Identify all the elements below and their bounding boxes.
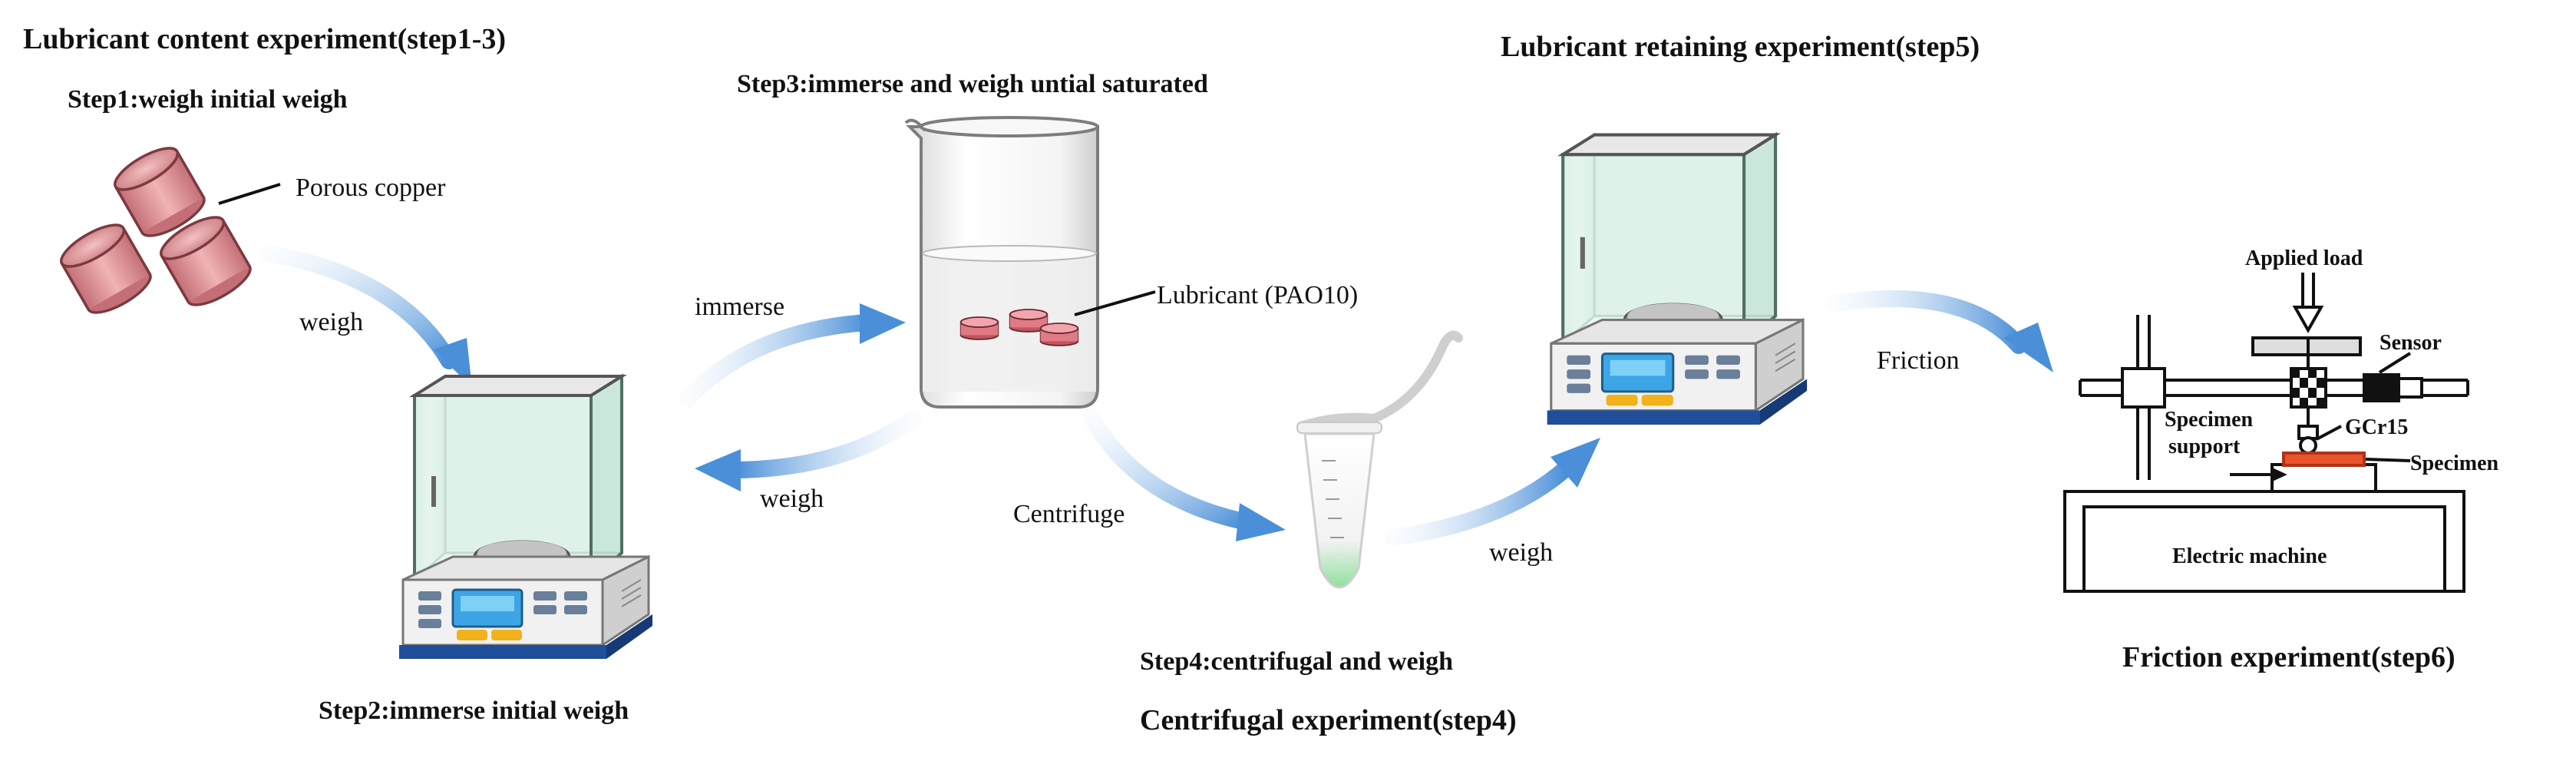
porous-copper-leader — [218, 183, 281, 205]
arrow-weigh-3-head — [1551, 438, 1600, 488]
electric-machine-label: Electric machine — [2172, 544, 2327, 568]
arrow-weigh-2-label: weigh — [760, 485, 824, 513]
arrow-friction-head — [2003, 323, 2053, 372]
heading-retaining-experiment: Lubricant retaining experiment(step5) — [1501, 31, 1980, 63]
copper-sample-icon — [1039, 323, 1079, 346]
tribometer-diagram — [2063, 273, 2469, 593]
gcr15-label: GCr15 — [2345, 415, 2408, 439]
beaker-icon: Lubricant (PAO10) — [904, 116, 1358, 409]
arrow-weigh-1-label: weigh — [299, 308, 363, 336]
tribometer-labels: Applied load Sensor Specimen support GCr… — [2165, 246, 2499, 568]
applied-load-label: Applied load — [2245, 246, 2363, 270]
specimen-support-label-1: Specimen — [2165, 408, 2254, 432]
arrow-immerse — [679, 314, 876, 408]
step1-label: Step1:weigh initial weigh — [68, 85, 348, 114]
lubricant-leader — [1074, 290, 1156, 316]
porous-copper-group: Porous copper — [54, 139, 446, 319]
centrifuge-tube-icon — [1296, 330, 1463, 589]
analytical-balance-icon — [398, 375, 654, 660]
arrow-weigh-3 — [1385, 460, 1574, 546]
arrow-centrifuge-head — [1236, 503, 1286, 541]
arrow-weigh-3-label: weigh — [1489, 538, 1553, 567]
heading-friction-experiment: Friction experiment(step6) — [2122, 641, 2455, 673]
specimen-label: Specimen — [2410, 452, 2499, 475]
analytical-balance-icon — [1547, 135, 1807, 425]
sensor-label: Sensor — [2379, 331, 2442, 355]
arrows: weigh immerse weigh Centrifuge weigh Fri… — [260, 245, 2053, 567]
porous-copper-label: Porous copper — [296, 174, 446, 202]
arrow-weigh-2-head — [695, 449, 741, 491]
arrow-friction-label: Friction — [1877, 346, 1960, 375]
arrow-immerse-label: immerse — [695, 293, 784, 321]
step3-label: Step3:immerse and weigh untial saturated — [737, 70, 1208, 98]
arrow-friction — [1826, 290, 2027, 354]
step4-label: Step4:centrifugal and weigh — [1140, 647, 1453, 676]
copper-sample-icon — [959, 316, 999, 340]
arrow-weigh-1 — [260, 245, 457, 369]
lubricant-label: Lubricant (PAO10) — [1157, 281, 1358, 309]
arrow-weigh-2 — [728, 410, 922, 478]
specimen-support-label-2: support — [2168, 435, 2241, 458]
arrow-centrifuge-label: Centrifuge — [1013, 500, 1125, 528]
heading-content-experiment: Lubricant content experiment(step1-3) — [23, 23, 506, 55]
step2-label: Step2:immerse initial weigh — [319, 696, 629, 725]
heading-centrifugal-experiment: Centrifugal experiment(step4) — [1140, 704, 1517, 736]
arrow-centrifuge — [1082, 406, 1256, 531]
arrow-immerse-head — [860, 303, 906, 344]
